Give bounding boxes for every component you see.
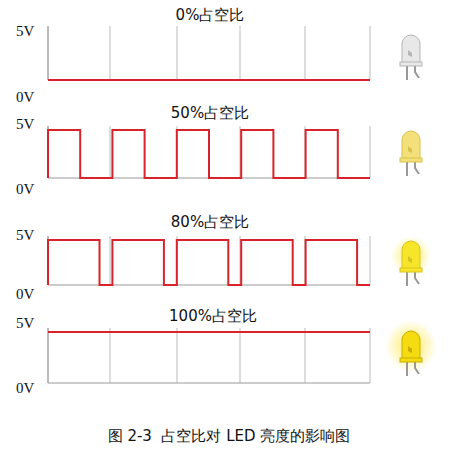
grid-line [305,26,306,80]
axis-line [48,80,370,81]
grid-line [48,328,49,383]
led-rim [400,358,422,362]
duty-cycle-title: 80%占空比 [171,215,249,230]
grid-line [370,236,371,285]
led-icon [400,131,422,176]
led-glow [385,320,437,372]
pwm-signal [48,240,370,285]
led-die [408,50,412,57]
waveform-chart [48,126,370,178]
pwm-signal [48,331,370,333]
grid-line [370,26,371,80]
grid-line [177,328,178,383]
grid-line [110,126,111,178]
grid-line [370,328,371,383]
grid-line [110,328,111,383]
waveform-chart [48,236,370,285]
grid-line [48,26,49,80]
grid-line [305,328,306,383]
pwm-signal [48,130,370,178]
grid-line [240,26,241,80]
voltage-label: 0V [16,381,34,396]
voltage-label: 5V [16,228,34,243]
led-glow [391,236,431,276]
led-dome [402,131,420,160]
grid-line [110,26,111,80]
waveform-chart [48,26,370,80]
led-dome [402,331,420,360]
led-rim [400,62,422,66]
grid-line [177,26,178,80]
figure-caption: 图 2-3 占空比对 LED 亮度的影响图 [108,429,351,444]
led-icon [400,35,422,80]
voltage-label: 0V [16,90,34,105]
led-dome [402,241,420,270]
grid-line [110,236,111,285]
led-rim [400,268,422,272]
axis-line [48,383,370,384]
led-die [408,146,412,153]
led-icon [391,236,431,286]
led-die [408,256,412,263]
voltage-label: 5V [16,117,34,132]
duty-cycle-title: 100%占空比 [169,309,257,324]
waveform-chart [48,328,370,383]
led-dome [402,35,420,64]
led-icon [385,320,437,376]
led-rim [400,158,422,162]
voltage-label: 0V [16,182,34,197]
duty-cycle-title: 50%占空比 [171,106,249,121]
voltage-label: 5V [16,24,34,39]
voltage-label: 5V [16,316,34,331]
grid-line [240,328,241,383]
axis-line [48,285,370,286]
grid-line [370,126,371,178]
duty-cycle-title: 0%占空比 [176,8,245,23]
pwm-signal [48,79,370,81]
voltage-label: 0V [16,287,34,302]
led-die [408,346,412,353]
